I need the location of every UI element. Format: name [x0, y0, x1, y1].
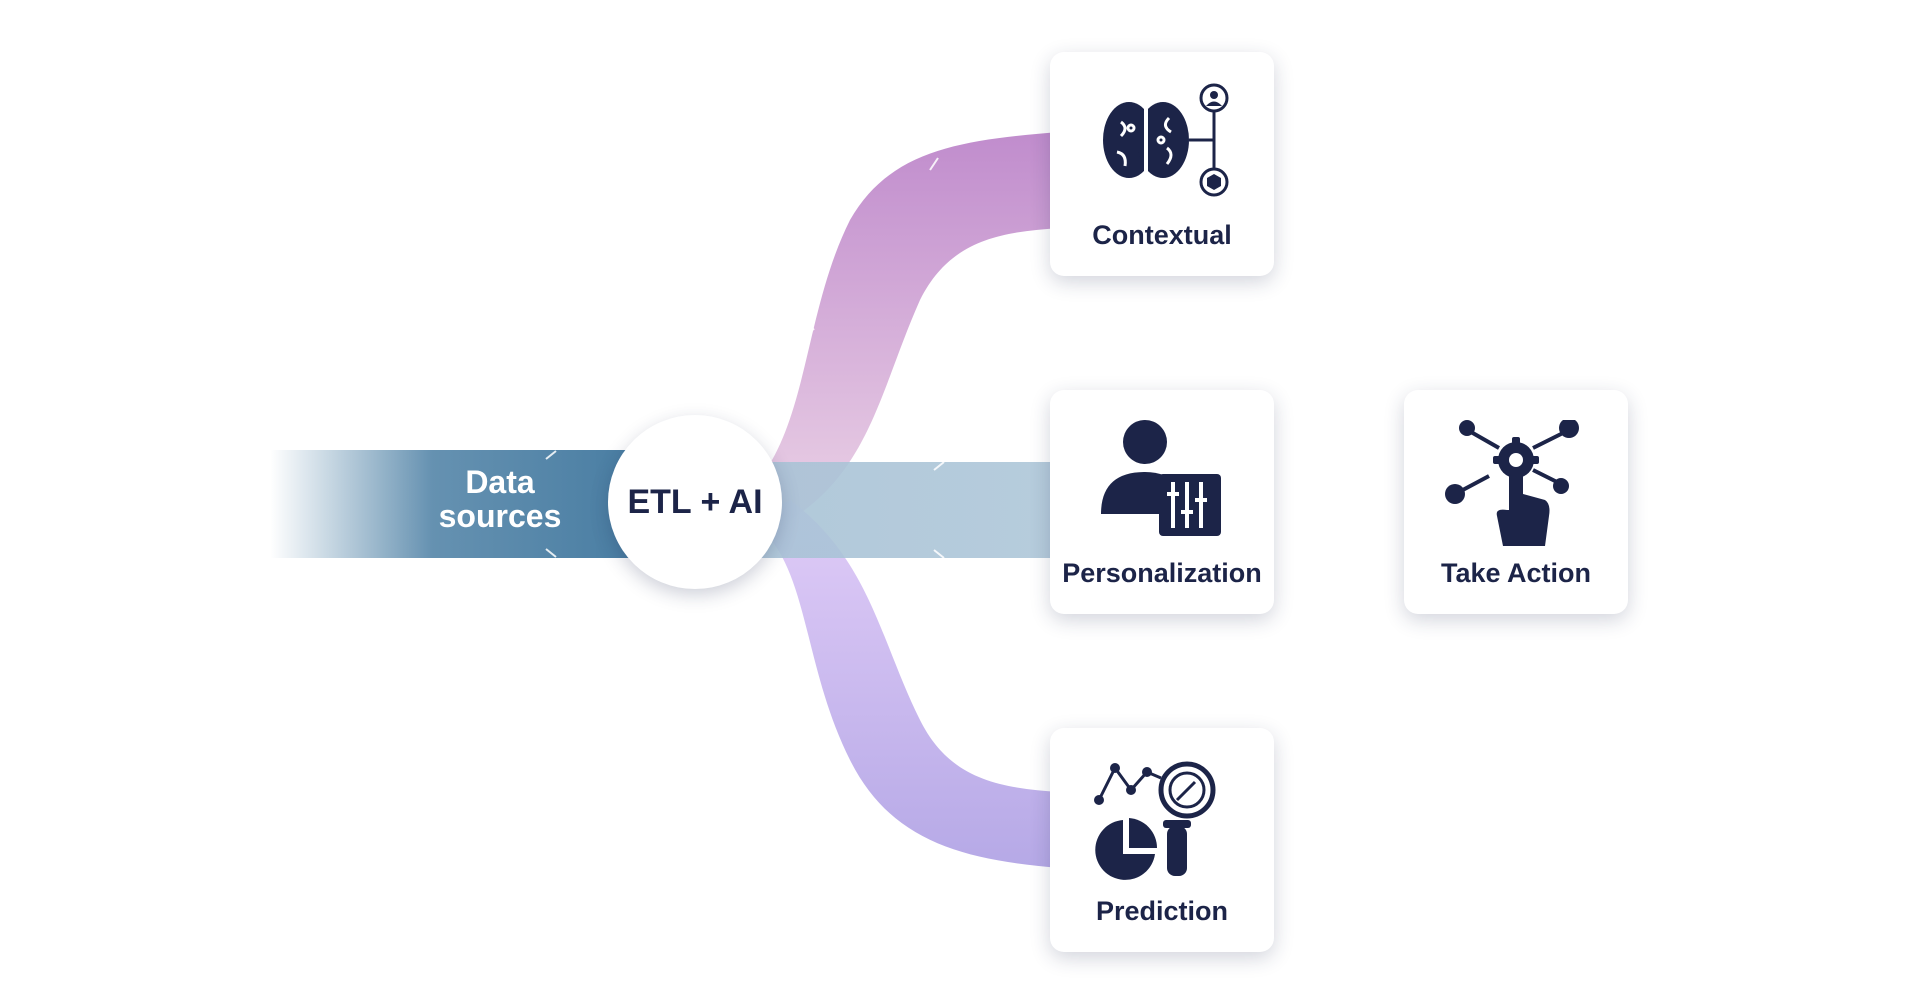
analytics-icon — [1050, 758, 1274, 888]
source-flow-markers — [545, 450, 557, 558]
data-sources-label: Data sources — [420, 465, 580, 533]
etl-ai-label: ETL + AI — [627, 482, 763, 521]
data-sources-label-line2: sources — [438, 498, 562, 534]
prediction-flow — [750, 500, 1060, 868]
person-settings-icon — [1050, 420, 1274, 550]
prediction-label: Prediction — [1095, 896, 1229, 926]
branch-flow-markers — [787, 157, 945, 865]
touch-gear-network-icon — [1404, 420, 1628, 550]
etl-ai-hub: ETL + AI — [608, 415, 782, 589]
take-action-card: Take Action — [1404, 390, 1628, 614]
personalization-card: Personalization — [1050, 390, 1274, 614]
contextual-flow — [740, 132, 1060, 520]
take-action-label: Take Action — [1440, 558, 1592, 588]
personalization-label: Personalization — [1062, 558, 1262, 588]
personalization-flow — [760, 462, 1060, 558]
contextual-card: Contextual — [1050, 52, 1274, 276]
data-sources-label-line1: Data — [465, 464, 535, 500]
brain-network-icon — [1050, 82, 1274, 212]
source-flow — [270, 450, 650, 558]
prediction-card: Prediction — [1050, 728, 1274, 952]
contextual-label: Contextual — [1092, 220, 1232, 250]
